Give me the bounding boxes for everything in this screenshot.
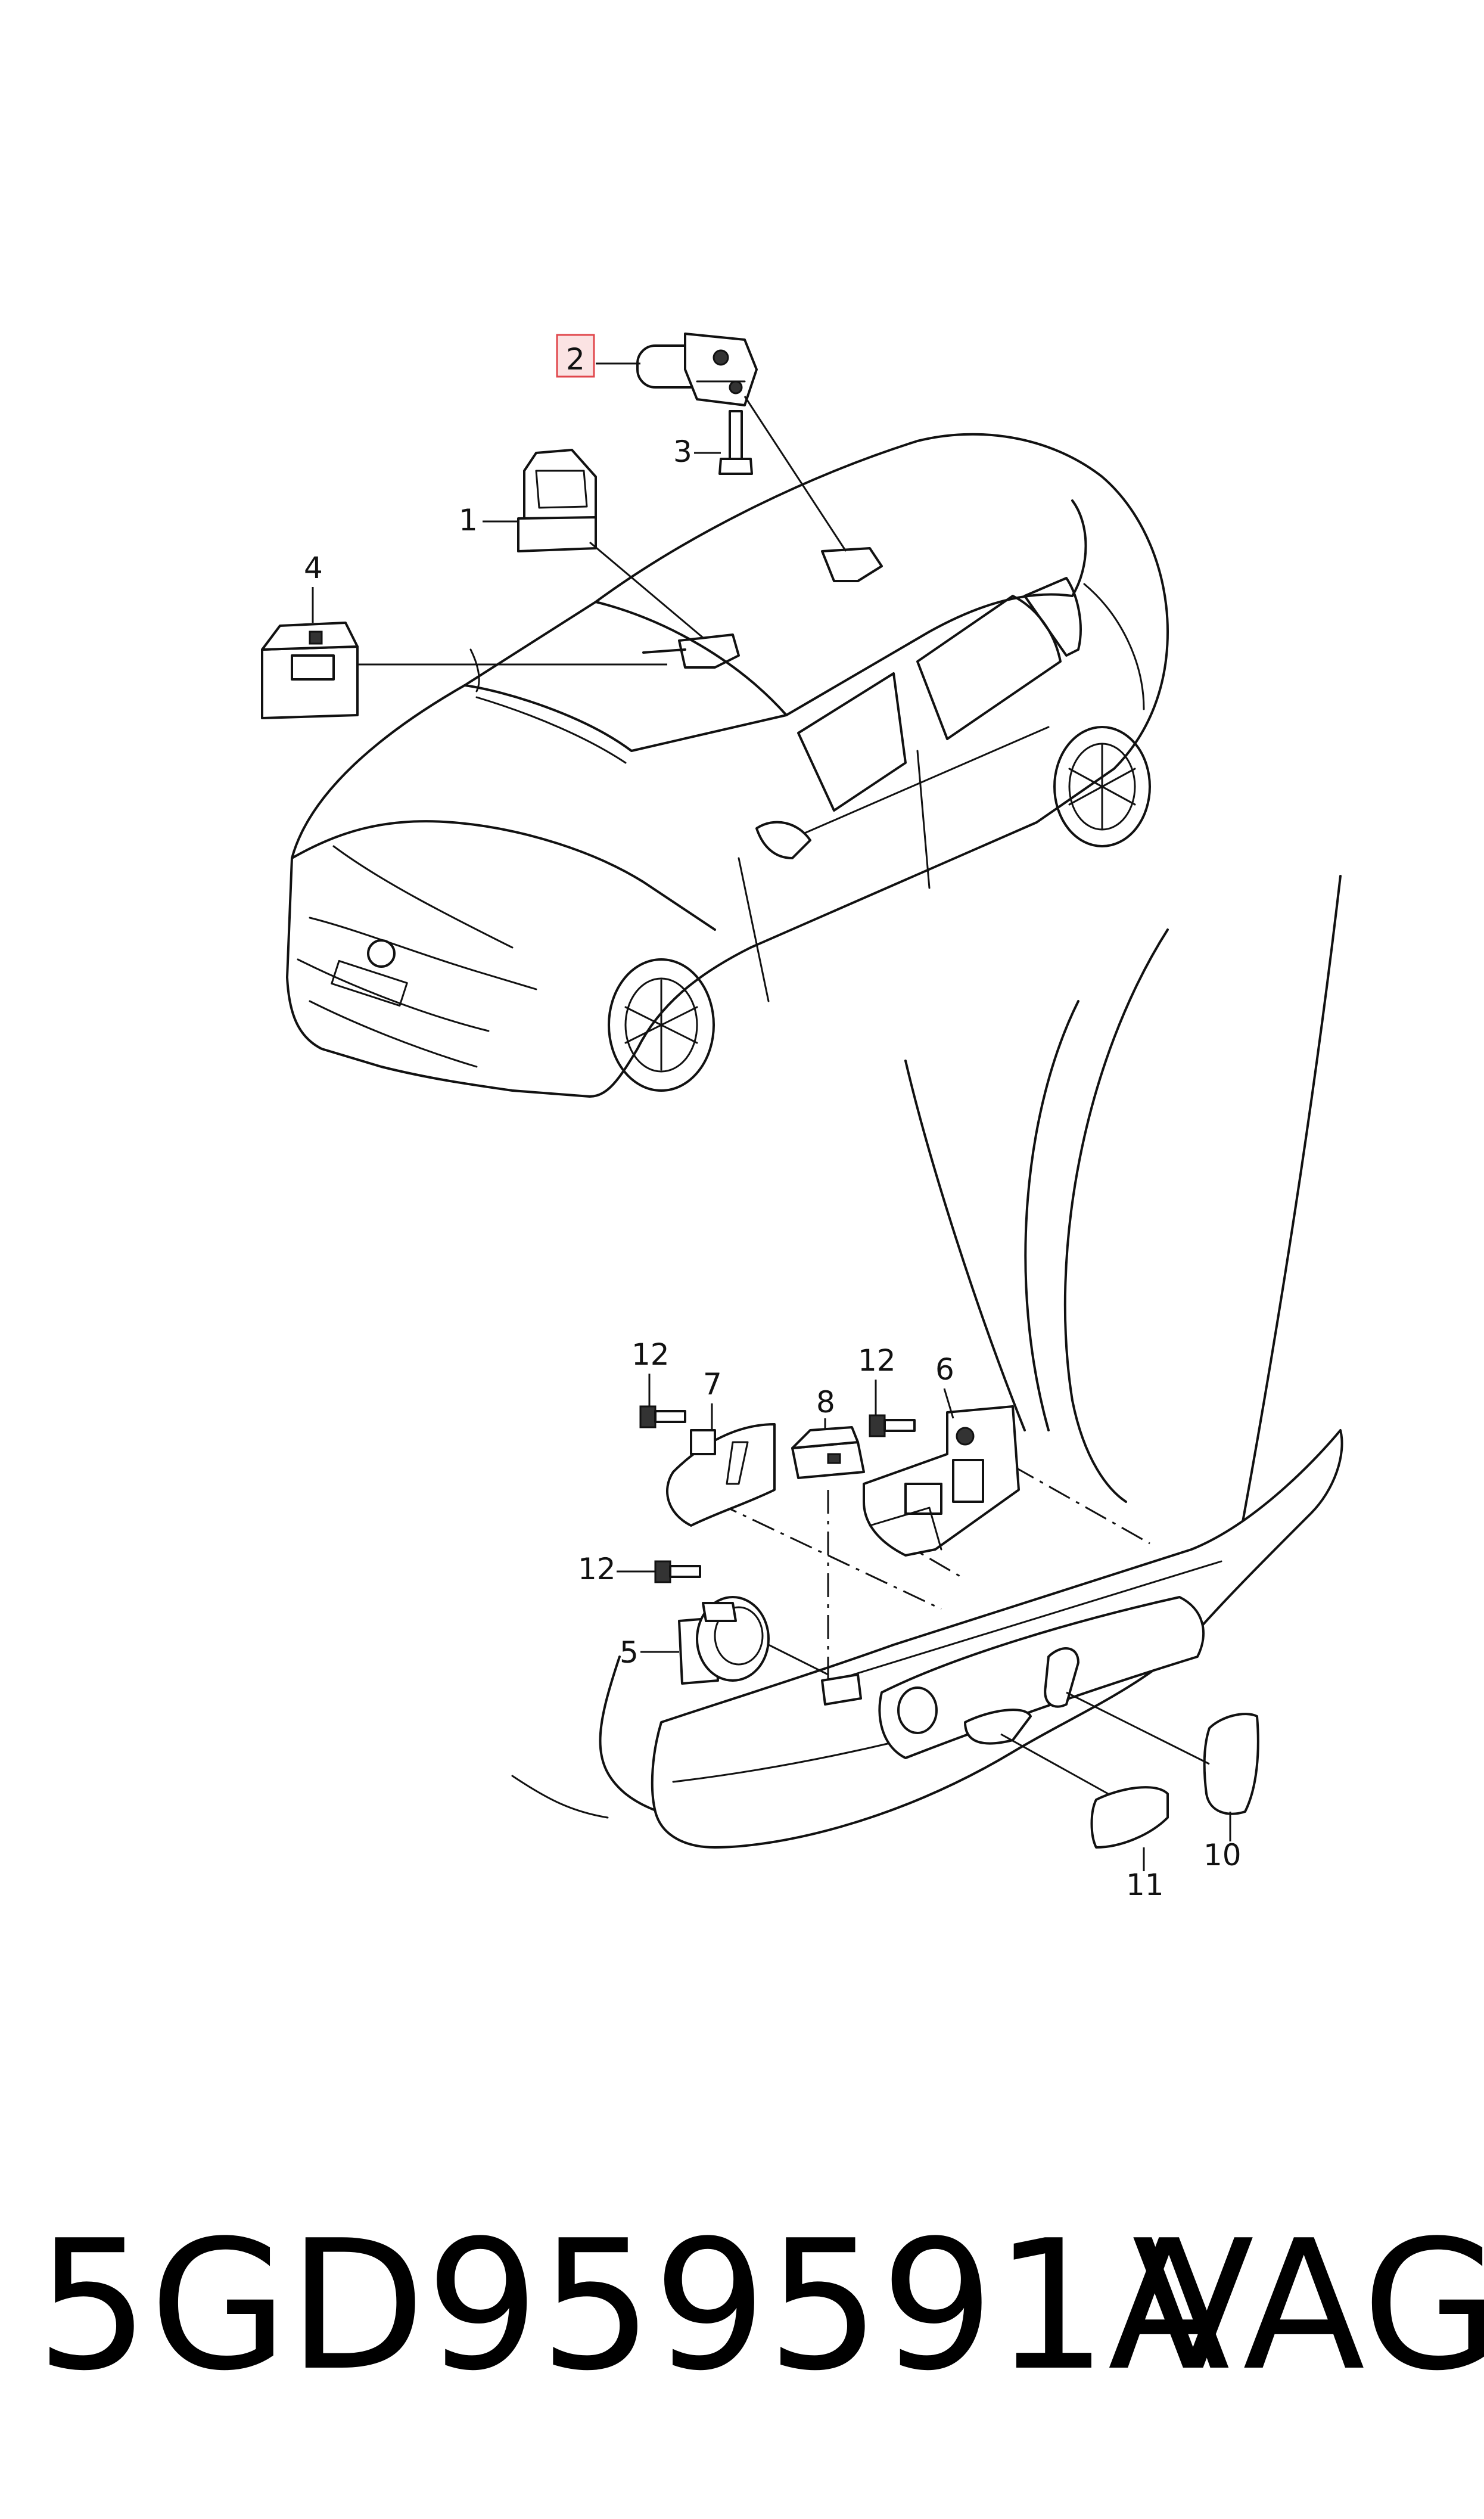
- seat-illustration: [511, 875, 1343, 1849]
- part-number: 5GD959591A: [36, 2202, 1230, 2410]
- roof-location-mark: [821, 547, 883, 582]
- dash-location-mark: [678, 633, 740, 669]
- brand-label: VAG: [1132, 2202, 1484, 2410]
- callout-8-label: 8: [816, 1385, 835, 1420]
- callout-3-label: 3: [673, 434, 692, 469]
- car-illustration: [286, 433, 1169, 1098]
- part-8-switch: [791, 1426, 865, 1479]
- part-6-module: [863, 1405, 1020, 1557]
- callout-2-label: 2: [566, 342, 585, 377]
- callout-1-label: 1: [459, 503, 478, 538]
- callout-12b-label: 12: [858, 1343, 896, 1378]
- part-7-cover: [666, 1423, 776, 1527]
- part-2-sensor: [636, 333, 758, 406]
- footer: 5GD959591A VAG: [36, 2202, 1484, 2443]
- part-11-cap: [1090, 1786, 1169, 1849]
- part-10-knob: [1203, 1713, 1259, 1815]
- part-4-module: [261, 622, 359, 719]
- callout-7-label: 7: [703, 1367, 722, 1402]
- part-3-bolt: [718, 410, 753, 475]
- part-5-motor: [678, 1596, 770, 1685]
- callout-4-label: 4: [304, 551, 323, 585]
- dash-location-mark-2: [642, 648, 686, 654]
- part-12-screw-c: [654, 1560, 701, 1583]
- callout-10-label: 10: [1203, 1838, 1242, 1872]
- callout-5-label: 5: [620, 1635, 639, 1670]
- callout-11-label: 11: [1126, 1868, 1164, 1902]
- part-12-screw-b: [869, 1414, 916, 1437]
- callout-6-label: 6: [935, 1352, 954, 1387]
- part-1-switch: [517, 449, 597, 552]
- part-12-screw-a: [639, 1405, 686, 1428]
- callout-12a-label: 12: [631, 1337, 670, 1372]
- callout-2-highlight: [556, 334, 595, 378]
- callout-12c-label: 12: [578, 1552, 616, 1586]
